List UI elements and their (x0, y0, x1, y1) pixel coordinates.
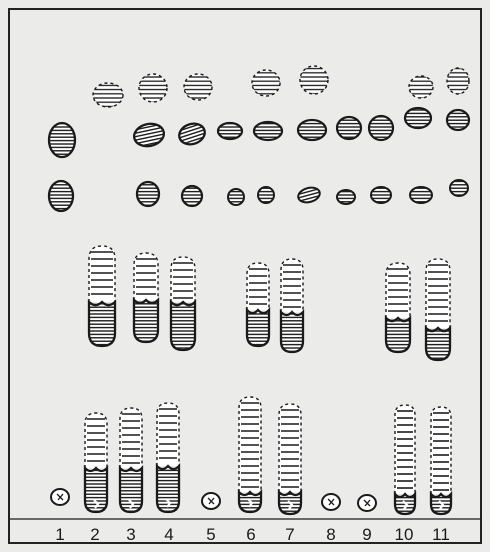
spot-lane3-row3 (137, 182, 159, 206)
spot-lane5-row3 (228, 189, 244, 205)
streak-lane2-bottom (85, 413, 107, 512)
lane-label-7: 7 (285, 525, 294, 544)
origin-well-lane1 (51, 489, 69, 505)
band-lane6-row1 (252, 70, 280, 96)
band-lane3-row1 (139, 74, 167, 102)
streak-lane11-bottom (431, 407, 451, 514)
spot-lane11-row3 (450, 180, 468, 196)
spot-lane10-row2 (405, 108, 431, 128)
spot-lane7-row2 (298, 120, 326, 140)
streak-lane10-bottom (395, 405, 415, 514)
spot-lane5-row2 (218, 123, 242, 139)
streak-lane3-mid (134, 253, 158, 342)
lane-label-6: 6 (246, 525, 255, 544)
spot-lane3-row2 (132, 121, 166, 149)
spot-lane1-row3 (49, 181, 73, 211)
spot-lane11-row2 (447, 110, 469, 130)
band-lane4-row1 (184, 74, 212, 100)
streak-lane10-mid (386, 263, 410, 352)
spot-lane8-row2 (337, 117, 361, 139)
spot-lane4-row3 (182, 186, 202, 206)
spot-lane9-row3 (371, 187, 391, 203)
origin-well-lane5 (202, 493, 220, 509)
origin-well-lane9 (358, 495, 376, 511)
spot-lane6-row2 (254, 122, 282, 140)
spot-lane1-row2 (49, 123, 75, 157)
origin-well-lane8 (322, 494, 340, 510)
spot-lane9-row2 (369, 116, 393, 140)
lane-label-4: 4 (164, 525, 173, 544)
streak-lane2-mid (89, 246, 115, 346)
spot-lane7-row3 (297, 185, 322, 204)
spot-lane6-row3 (258, 187, 274, 203)
lane-label-10: 10 (395, 525, 414, 544)
streak-lane7-mid (281, 259, 303, 352)
spot-lane8-row3 (337, 190, 355, 204)
lane-label-5: 5 (206, 525, 215, 544)
streak-lane7-bottom (279, 404, 301, 514)
lane-labels: 1 2 3 4 5 6 7 8 9 10 11 (55, 525, 450, 544)
row-bottom-streaks (85, 397, 451, 514)
row-middle-streaks (89, 246, 450, 360)
streak-lane6-mid (247, 263, 269, 346)
lane-label-11: 11 (432, 525, 450, 544)
streak-lane4-mid (171, 257, 195, 350)
streak-lane11-mid (426, 259, 450, 360)
lane-label-1: 1 (55, 525, 64, 544)
row-upper-spots (49, 108, 469, 157)
spot-lane10-row3 (410, 187, 432, 203)
streak-lane3-bottom (120, 408, 142, 512)
band-lane10-row1 (409, 76, 433, 98)
lane-label-2: 2 (90, 525, 99, 544)
row-lower-spots (49, 180, 468, 211)
streak-lane4-bottom (157, 403, 179, 512)
band-lane7-row1 (300, 66, 328, 94)
band-lane2-row1 (93, 83, 123, 107)
lane-label-9: 9 (362, 525, 371, 544)
band-lane11-row1 (447, 68, 469, 94)
spot-lane4-row2 (177, 120, 208, 147)
streak-lane6-bottom (239, 397, 261, 512)
lane-label-3: 3 (126, 525, 135, 544)
row-faint-dashed-bands (93, 66, 469, 107)
lane-label-8: 8 (326, 525, 335, 544)
